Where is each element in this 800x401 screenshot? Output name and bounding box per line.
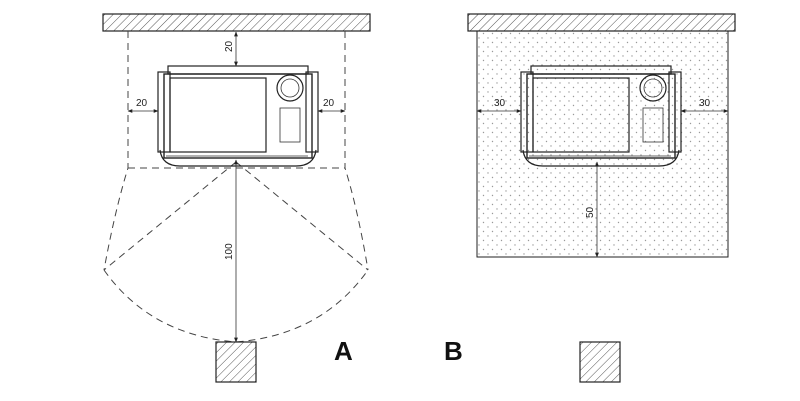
diagram-a: 20 20 20 100 A	[102, 13, 371, 383]
floor-plate-b	[476, 30, 729, 258]
diagram-b: 30 30 50 B	[444, 13, 736, 383]
dim-b-left: 30	[494, 98, 506, 109]
dim-a-right: 20	[323, 98, 335, 109]
stove-b	[520, 65, 682, 167]
dim-a-front: 100	[224, 243, 235, 260]
dim-a-top: 20	[224, 40, 235, 52]
label-b: B	[444, 336, 463, 366]
clearance-zone-a	[103, 31, 369, 271]
label-a: A	[334, 336, 353, 366]
obstacle-b	[579, 341, 621, 383]
obstacle-a	[215, 341, 257, 383]
wall-b	[467, 13, 736, 32]
dim-b-right: 30	[699, 98, 711, 109]
dim-a-left: 20	[136, 98, 148, 109]
stove-a	[157, 65, 319, 167]
dim-b-front: 50	[585, 206, 596, 218]
wall-a	[102, 13, 371, 32]
